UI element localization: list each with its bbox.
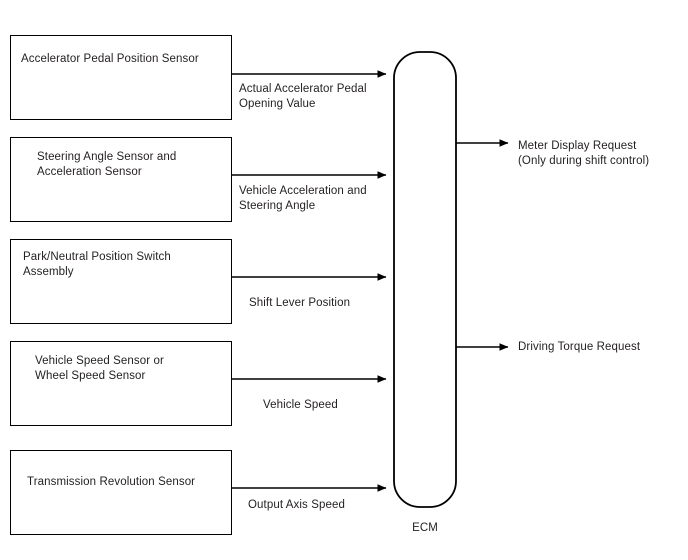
ecm-caption-label: ECM: [412, 522, 438, 534]
node-label-steering-angle-and-acceleration-sensor: Steering Angle Sensor and Acceleration S…: [37, 151, 177, 178]
edge-label-output-axis-speed: Output Axis Speed: [248, 499, 345, 511]
edge-label-actual-accelerator-pedal-opening-value: Actual Accelerator Pedal Opening Value: [239, 83, 367, 110]
output-label-meter-display-request: Meter Display Request (Only during shift…: [518, 140, 650, 167]
edge-label-vehicle-acceleration-and-steering-angle: Vehicle Acceleration and Steering Angle: [239, 185, 367, 212]
node-label-accelerator-pedal-position-sensor: Accelerator Pedal Position Sensor: [21, 53, 199, 65]
node-transmission-revolution-sensor[interactable]: Transmission Revolution Sensor: [10, 450, 232, 535]
node-label-vehicle-speed-or-wheel-speed-sensor: Vehicle Speed Sensor or Wheel Speed Sens…: [35, 355, 164, 382]
node-park-neutral-position-switch-assembly[interactable]: Park/Neutral Position Switch Assembly: [10, 239, 232, 324]
ecm-controller-box: [393, 51, 457, 508]
node-vehicle-speed-or-wheel-speed-sensor[interactable]: Vehicle Speed Sensor or Wheel Speed Sens…: [10, 341, 232, 426]
node-accelerator-pedal-position-sensor[interactable]: Accelerator Pedal Position Sensor: [10, 35, 232, 120]
node-label-park-neutral-position-switch-assembly: Park/Neutral Position Switch Assembly: [23, 251, 171, 278]
edge-label-shift-lever-position: Shift Lever Position: [249, 297, 351, 309]
node-steering-angle-and-acceleration-sensor[interactable]: Steering Angle Sensor and Acceleration S…: [10, 137, 232, 222]
edge-label-vehicle-speed: Vehicle Speed: [263, 399, 338, 411]
node-label-transmission-revolution-sensor: Transmission Revolution Sensor: [27, 476, 196, 488]
output-label-driving-torque-request: Driving Torque Request: [518, 341, 641, 353]
